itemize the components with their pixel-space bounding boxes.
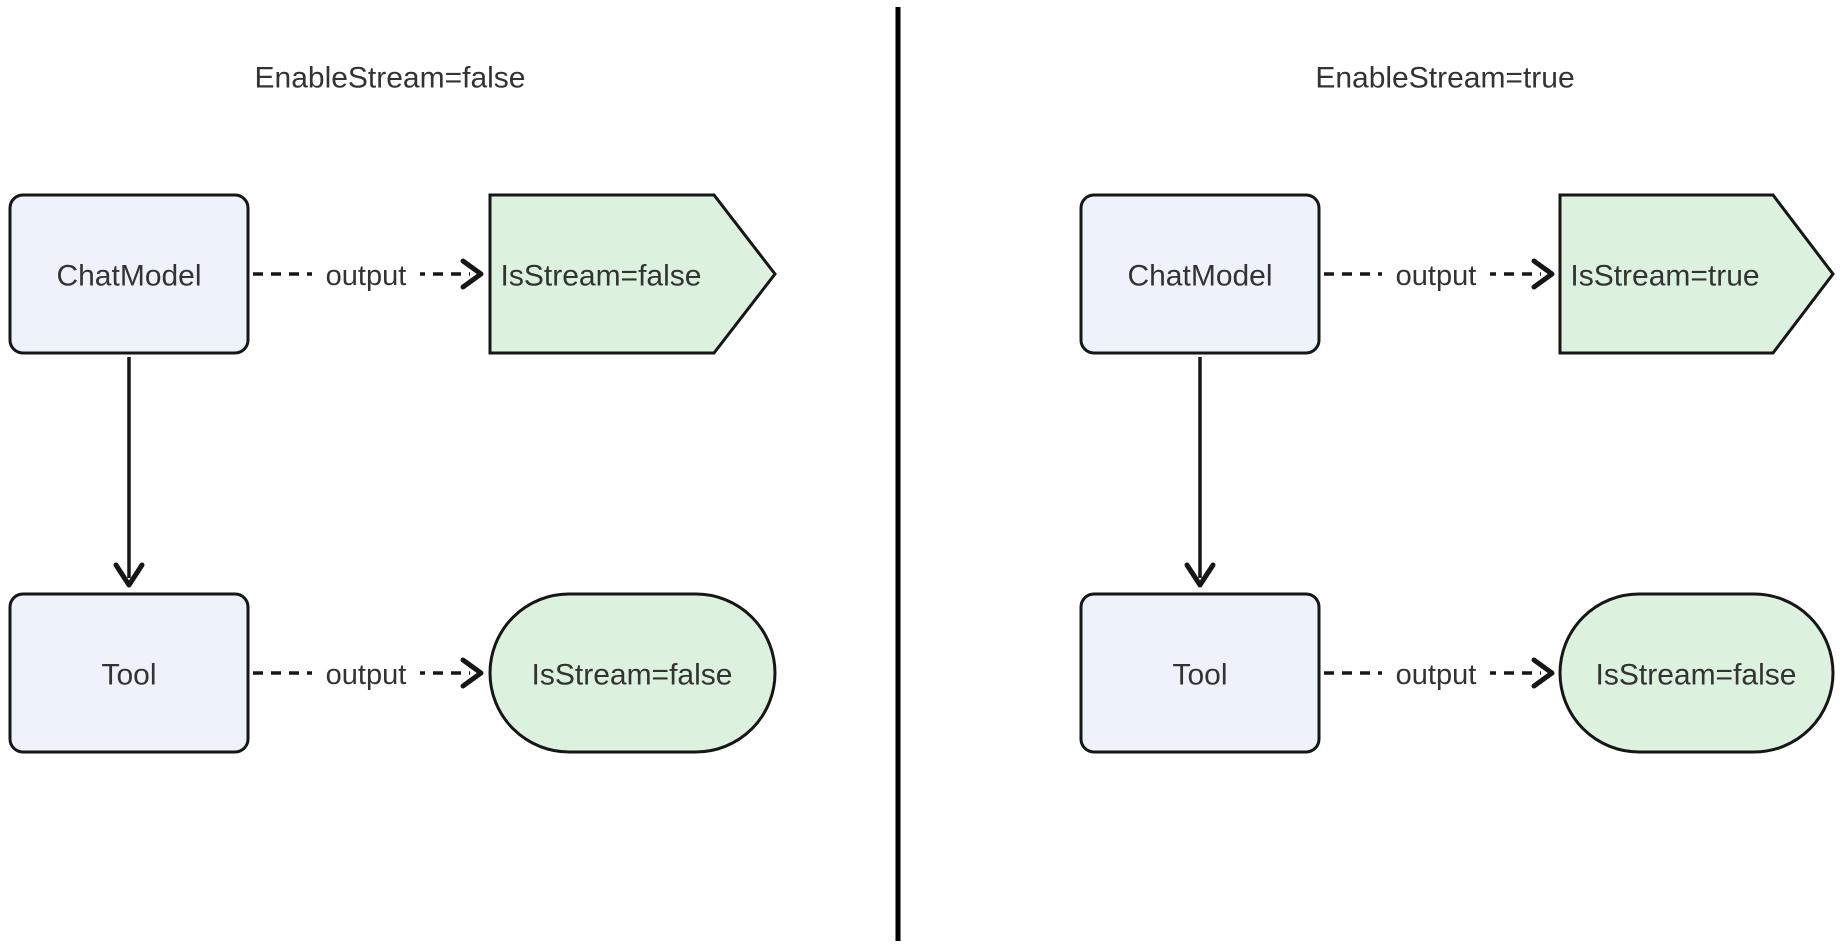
tool-result-label: IsStream=false (532, 659, 733, 692)
arrow-head-icon (113, 562, 145, 588)
panel-enablestream-false: EnableStream=false ChatModel output IsSt… (8, 62, 777, 754)
edge-label-background (312, 651, 420, 695)
arrow-head-icon (460, 657, 484, 689)
chatmodel-node-label: ChatModel (56, 260, 201, 293)
chatmodel-node-label: ChatModel (1127, 260, 1272, 293)
pentagon-shape (488, 193, 777, 355)
chatmodel-node-shape (8, 193, 250, 355)
stadium-shape (488, 592, 777, 754)
chatmodel-result-label: IsStream=false (501, 260, 702, 293)
arrow-head-icon (1184, 562, 1216, 588)
chatmodel-result-node: IsStream=false (488, 193, 777, 355)
panel-enablestream-true: EnableStream=true ChatModel output IsStr… (1079, 62, 1835, 754)
edge-label-background (1382, 651, 1490, 695)
tool-result-node: IsStream=false (1558, 592, 1835, 754)
edge-tool-output: output (253, 651, 484, 695)
edge-chatmodel-to-tool (113, 357, 145, 588)
edge-label-background (312, 252, 420, 296)
arrow-head-icon (460, 258, 484, 290)
tool-result-label: IsStream=false (1596, 659, 1797, 692)
edge-chatmodel-output: output (253, 252, 484, 296)
tool-node-label: Tool (1172, 659, 1227, 692)
chatmodel-result-node: IsStream=true (1558, 193, 1835, 355)
tool-node-shape (8, 592, 250, 754)
edge-label-background (1382, 252, 1490, 296)
pentagon-shape (1558, 193, 1835, 355)
edge-chatmodel-output: output (1324, 252, 1555, 296)
edge-label: output (326, 659, 407, 691)
stadium-shape (1558, 592, 1835, 754)
tool-node: Tool (1079, 592, 1321, 754)
panel-title: EnableStream=true (1315, 62, 1574, 95)
edge-label: output (1396, 659, 1477, 691)
tool-node-shape (1079, 592, 1321, 754)
tool-node: Tool (8, 592, 250, 754)
panel-title: EnableStream=false (255, 62, 526, 95)
edge-label: output (1396, 260, 1477, 292)
edge-tool-output: output (1324, 651, 1555, 695)
chatmodel-node: ChatModel (8, 193, 250, 355)
edge-label: output (326, 260, 407, 292)
tool-node-label: Tool (101, 659, 156, 692)
arrow-head-icon (1531, 657, 1555, 689)
tool-result-node: IsStream=false (488, 592, 777, 754)
chatmodel-node-shape (1079, 193, 1321, 355)
chatmodel-node: ChatModel (1079, 193, 1321, 355)
chatmodel-result-label: IsStream=true (1570, 260, 1759, 293)
edge-chatmodel-to-tool (1184, 357, 1216, 588)
arrow-head-icon (1531, 258, 1555, 290)
